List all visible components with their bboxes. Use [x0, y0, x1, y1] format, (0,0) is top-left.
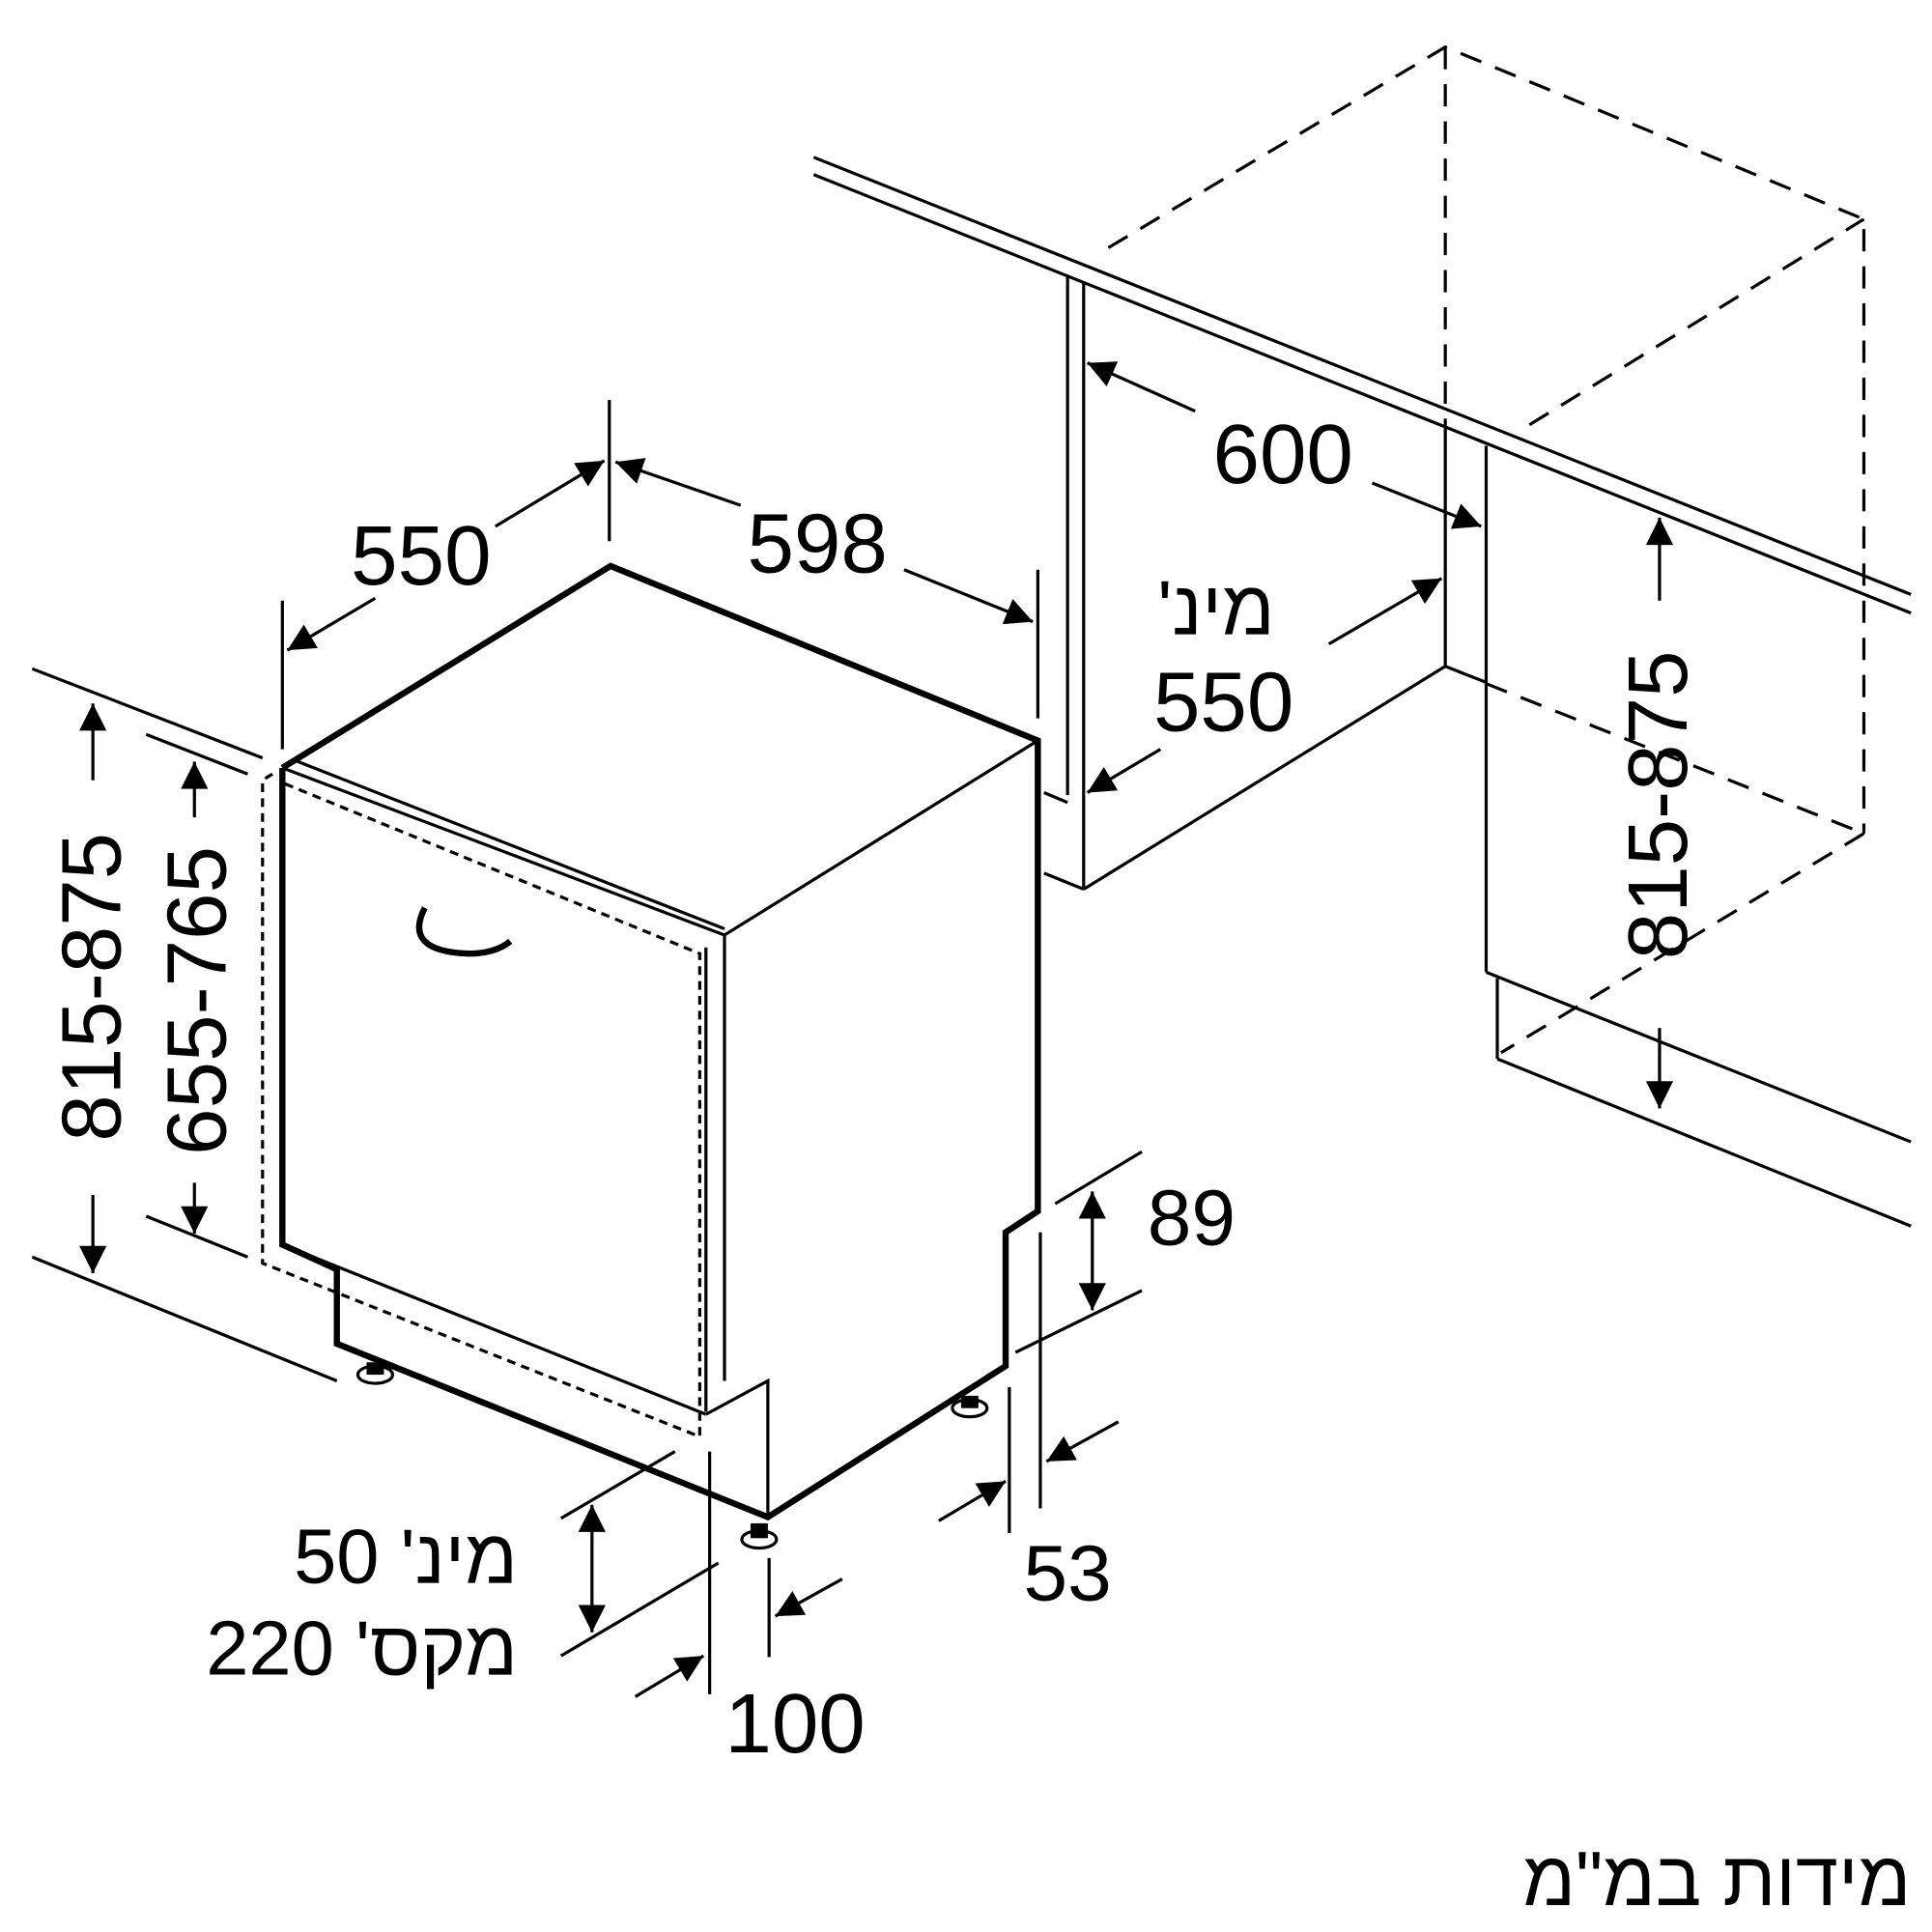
width-598-label: 598	[747, 497, 887, 590]
dimension-labels: 550 598 600 מינ' 550 89 53 100 מינ' 50 מ…	[44, 408, 1911, 1921]
niche-width-600-label: 600	[1212, 408, 1352, 501]
offset-100-label: 100	[724, 1677, 865, 1771]
adjacent-cabinet-outline	[1107, 44, 1866, 1055]
adjustable-foot-icon	[355, 1362, 989, 1550]
door-height-label: 655-765	[150, 846, 243, 1155]
dimension-lines	[31, 361, 1674, 1698]
height-left-label: 815-875	[44, 833, 138, 1142]
door-handle-icon	[415, 906, 513, 957]
height-right-label: 815-875	[1611, 650, 1705, 959]
dishwasher-body	[261, 562, 1041, 1550]
installation-niche	[1043, 274, 1912, 1228]
plinth-89-label: 89	[1148, 1174, 1236, 1262]
niche-min-label: מינ'	[1157, 564, 1274, 650]
offset-53-label: 53	[1023, 1529, 1111, 1617]
plinth-min-label: מינ' 50	[294, 1513, 518, 1599]
countertop	[812, 156, 1912, 615]
plinth-max-label: מקס' 220	[206, 1605, 518, 1690]
units-note: מידות במ"מ	[1522, 1835, 1911, 1921]
niche-depth-550-label: 550	[1153, 655, 1293, 749]
depth-550-label: 550	[351, 509, 491, 603]
